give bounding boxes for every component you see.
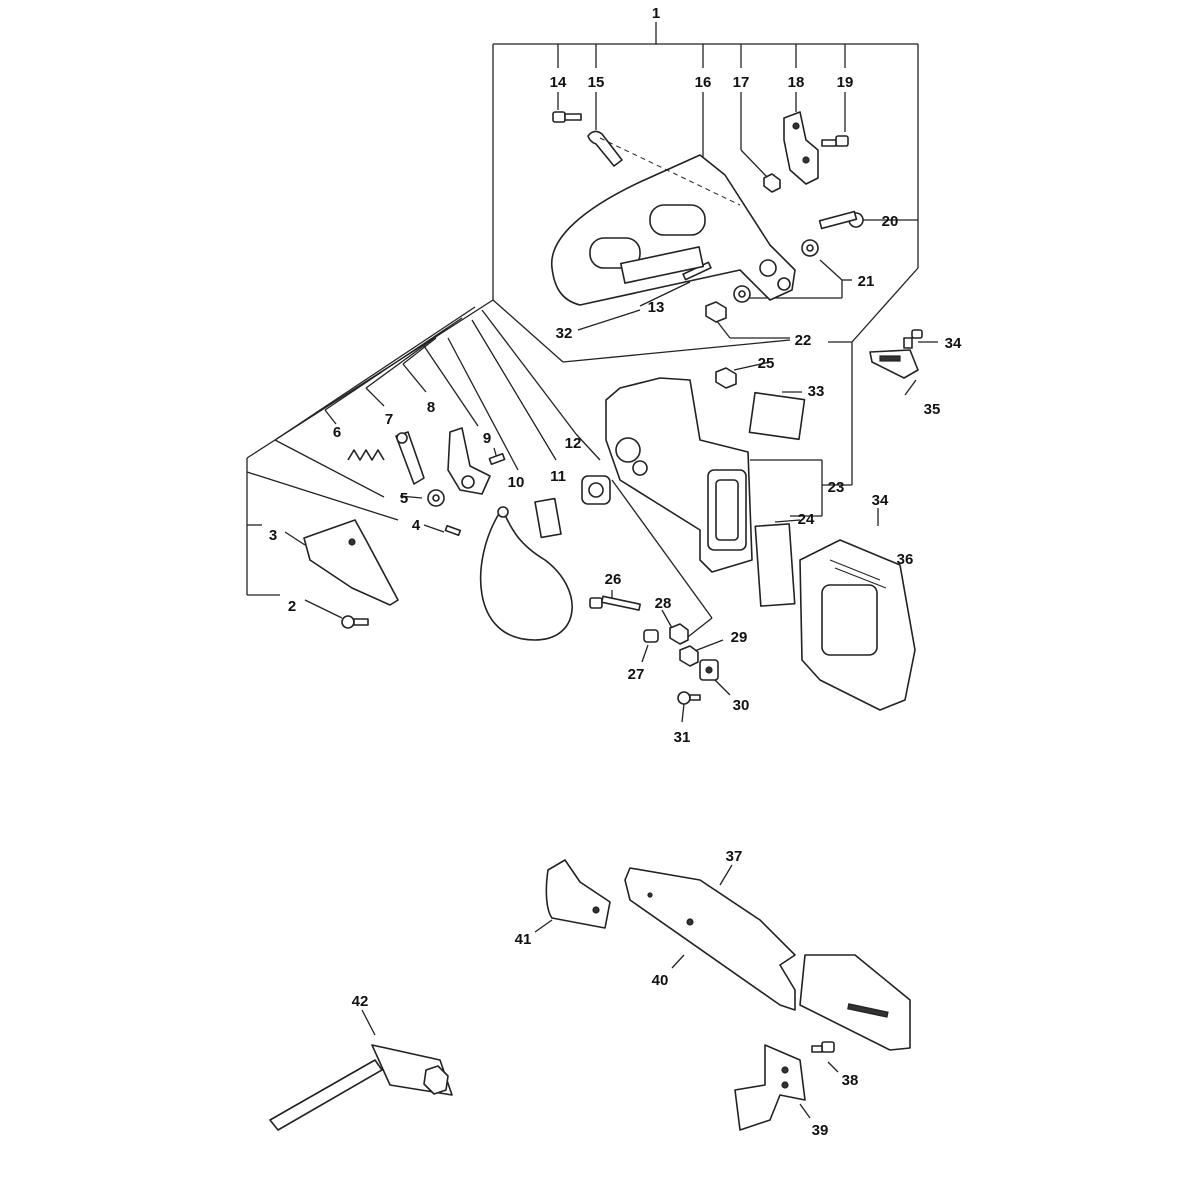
part-7-arm bbox=[395, 431, 425, 485]
part-5-bushing bbox=[427, 489, 445, 507]
part-14-bolt bbox=[552, 111, 582, 123]
part-42-wrench bbox=[269, 1044, 453, 1131]
callout-18: 18 bbox=[788, 74, 805, 91]
callout-13: 13 bbox=[648, 299, 665, 316]
part-38-screw bbox=[811, 1041, 835, 1053]
callout-20: 20 bbox=[882, 213, 899, 230]
callout-29: 29 bbox=[731, 629, 748, 646]
callout-34-top: 34 bbox=[945, 335, 962, 352]
part-23-sprocket-cover bbox=[605, 377, 753, 573]
callout-21: 21 bbox=[858, 273, 875, 290]
part-28-nut bbox=[669, 623, 689, 645]
callout-14: 14 bbox=[550, 74, 567, 91]
part-22-nut bbox=[705, 301, 727, 323]
callout-6: 6 bbox=[333, 424, 341, 441]
part-30-bracket bbox=[699, 659, 719, 681]
part-40-bar-end bbox=[799, 954, 911, 1051]
callout-23: 23 bbox=[828, 479, 845, 496]
part-40-guide-bar bbox=[624, 867, 796, 1011]
callout-22: 22 bbox=[795, 332, 812, 349]
part-10-band bbox=[479, 506, 573, 641]
part-2-screw bbox=[341, 615, 369, 629]
part-33-label bbox=[748, 391, 806, 441]
part-31-screw bbox=[677, 691, 701, 705]
part-3-plate bbox=[303, 519, 399, 606]
callout-19: 19 bbox=[837, 74, 854, 91]
part-27-nut bbox=[643, 629, 659, 643]
callout-9: 9 bbox=[483, 430, 491, 447]
part-39-plate bbox=[734, 1044, 806, 1131]
callout-42: 42 bbox=[352, 993, 369, 1010]
callout-41: 41 bbox=[515, 931, 532, 948]
callout-2: 2 bbox=[288, 598, 296, 615]
callout-labels: 1 2 3 4 5 6 7 8 9 10 11 12 13 14 15 16 1… bbox=[269, 5, 962, 1139]
callout-26: 26 bbox=[605, 571, 622, 588]
callout-11: 11 bbox=[550, 468, 566, 485]
callout-16: 16 bbox=[695, 74, 712, 91]
callout-15: 15 bbox=[588, 74, 605, 91]
part-20-bolt bbox=[818, 210, 864, 230]
callout-4: 4 bbox=[412, 517, 421, 534]
part-4-pin bbox=[444, 524, 462, 537]
part-25-nut bbox=[715, 367, 737, 389]
part-19-bolt bbox=[821, 135, 849, 147]
callout-24: 24 bbox=[798, 511, 815, 528]
part-21-washers bbox=[733, 239, 819, 303]
leader-lines bbox=[246, 22, 938, 1119]
callout-25: 25 bbox=[758, 355, 775, 372]
part-26-bolt bbox=[589, 595, 641, 611]
part-32-label bbox=[619, 246, 705, 284]
part-16-guide-plate bbox=[551, 137, 796, 306]
part-15-hook bbox=[587, 130, 623, 167]
part-24-label bbox=[754, 523, 796, 607]
callout-8: 8 bbox=[427, 399, 435, 416]
part-12-sprocket bbox=[581, 475, 611, 505]
part-8-lever bbox=[447, 427, 491, 495]
callout-31: 31 bbox=[674, 729, 691, 746]
part-17-nut bbox=[763, 173, 781, 193]
part-18-bracket bbox=[783, 111, 819, 185]
part-34-screw-top bbox=[903, 329, 923, 349]
callout-7: 7 bbox=[385, 411, 393, 428]
callout-10: 10 bbox=[508, 474, 525, 491]
callout-39: 39 bbox=[812, 1122, 829, 1139]
part-9-pin bbox=[488, 452, 506, 466]
callout-27: 27 bbox=[628, 666, 645, 683]
callout-38: 38 bbox=[842, 1072, 859, 1089]
part-36-cover bbox=[799, 539, 916, 711]
callout-3: 3 bbox=[269, 527, 277, 544]
callout-30: 30 bbox=[733, 697, 750, 714]
part-41-spike bbox=[545, 859, 611, 929]
callout-28: 28 bbox=[655, 595, 672, 612]
callout-34-right: 34 bbox=[872, 492, 889, 509]
callout-5: 5 bbox=[400, 490, 408, 507]
callout-40: 40 bbox=[652, 972, 669, 989]
callout-12: 12 bbox=[565, 435, 582, 452]
part-29-nut bbox=[679, 645, 699, 667]
part-6-spring bbox=[347, 449, 385, 461]
callout-32: 32 bbox=[556, 325, 573, 342]
callout-17: 17 bbox=[733, 74, 750, 91]
callout-1: 1 bbox=[652, 5, 660, 22]
callout-33: 33 bbox=[808, 383, 825, 400]
part-11-spacer bbox=[534, 497, 562, 539]
callout-37: 37 bbox=[726, 848, 743, 865]
part-37-chain bbox=[699, 879, 753, 916]
part-35-clip bbox=[869, 349, 919, 379]
callout-35: 35 bbox=[924, 401, 941, 418]
callout-36: 36 bbox=[897, 551, 914, 568]
